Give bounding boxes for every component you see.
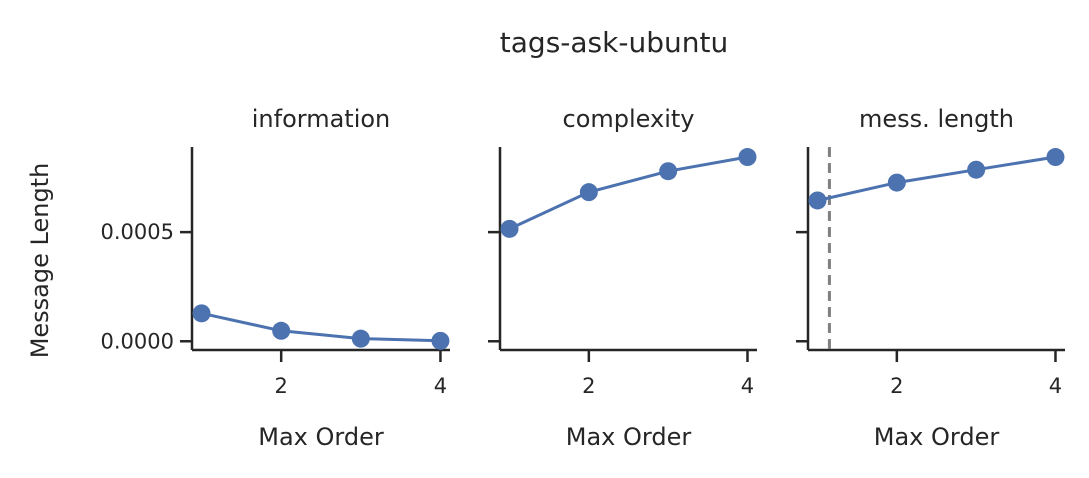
panel-3-x-label: Max Order — [874, 423, 1000, 451]
panel-2-point-4 — [738, 148, 757, 167]
panel-2-point-3 — [659, 162, 678, 181]
panel-1-series-line — [201, 311, 441, 343]
panel-1-y-label: Message Length — [26, 163, 54, 359]
panel-3-x-tick-label: 2 — [890, 374, 903, 398]
panel-1-point-4 — [431, 331, 450, 350]
panel-3-point-2 — [887, 173, 906, 192]
panel-2-point-2 — [579, 183, 598, 202]
panel-1-point-2 — [272, 321, 291, 340]
panel-2-point-1 — [500, 219, 519, 238]
panel-2-x-tick-label: 4 — [741, 374, 754, 398]
panel-2-title: complexity — [563, 105, 695, 133]
panel-1-title: information — [252, 105, 391, 133]
panel-3-title: mess. length — [859, 105, 1014, 133]
figure-title: tags-ask-ubuntu — [500, 26, 728, 59]
panel-2-x-tick-label: 2 — [582, 374, 595, 398]
panel-1-point-3 — [351, 329, 370, 348]
panel-1-point-1 — [192, 304, 211, 323]
panel-3-point-1 — [808, 191, 827, 210]
panel-2-series-line — [508, 155, 748, 231]
panel-3-x-tick-label: 4 — [1049, 374, 1062, 398]
panel-1-y-tick-label: 0.0000 — [101, 329, 174, 353]
panel-3-series-line — [817, 155, 1056, 202]
panel-3-point-4 — [1046, 148, 1065, 167]
panel-3-point-3 — [967, 160, 986, 179]
panel-1-x-tick-label: 2 — [274, 374, 287, 398]
panel-1-y-tick-label: 0.0005 — [101, 220, 174, 244]
panel-2-x-label: Max Order — [566, 423, 692, 451]
panel-1-x-label: Max Order — [258, 423, 384, 451]
panel-1-x-tick-label: 4 — [434, 374, 447, 398]
